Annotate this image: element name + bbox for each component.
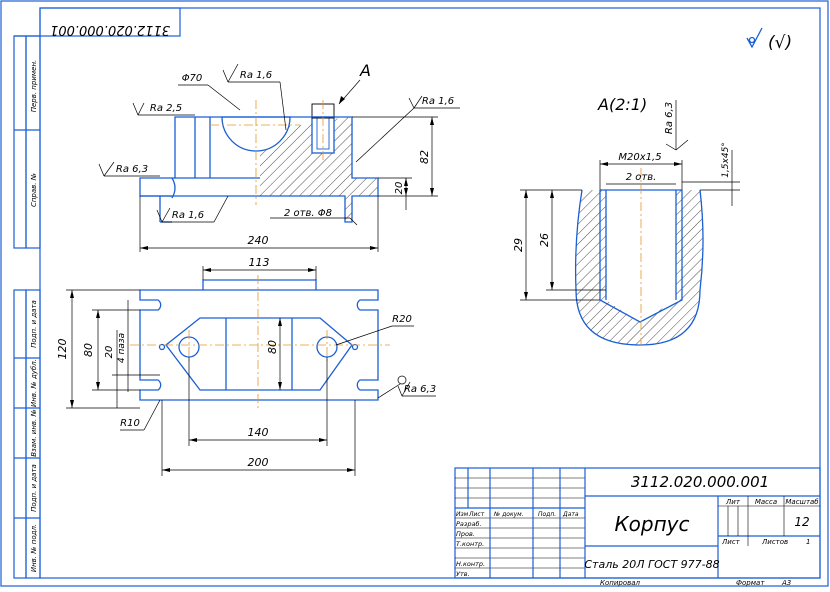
side-label: Справ. №	[30, 173, 38, 207]
hdr-data: Дата	[562, 511, 579, 518]
tb-format-value: A3	[781, 579, 791, 587]
role-row: Н.контр.	[456, 560, 485, 568]
dim-20a: 20	[394, 182, 405, 195]
general-roughness: (√)	[746, 27, 792, 53]
section-marker: A	[359, 61, 371, 80]
tb-masshtab: Масштаб	[785, 498, 819, 506]
dim-r10: R10	[120, 418, 140, 429]
role-row: Разраб.	[456, 520, 482, 528]
ra-25: Ra 2,5	[150, 103, 182, 114]
dim-200: 200	[248, 456, 269, 469]
ra-63-left: Ra 6,3	[116, 164, 148, 175]
tb-copied: Копировал	[600, 579, 641, 587]
top-view	[130, 275, 390, 408]
ra-16-top: Ra 1,6	[240, 70, 272, 81]
side-label: Подп. и дата	[30, 464, 38, 512]
side-label: Взам. инв. №	[30, 409, 38, 457]
tb-sheets-value: 1	[806, 538, 810, 546]
top-stamp-box	[39, 7, 181, 37]
ra-16-right: Ra 1,6	[422, 96, 454, 107]
side-label: Инв. № дубл.	[30, 359, 38, 407]
top-stamp-text: 3112.020.000.001	[50, 22, 170, 37]
title-name: Корпус	[614, 512, 689, 536]
dim-26: 26	[538, 233, 551, 247]
tb-scale-value: 12	[794, 515, 809, 529]
title-block: 3112.020.000.001 Корпус Сталь 20Л ГОСТ 9…	[454, 467, 821, 587]
title-material: Сталь 20Л ГОСТ 977-88	[584, 558, 719, 571]
dim-20b: 20	[104, 346, 115, 359]
dim-holes-phi8: 2 отв. Φ8	[284, 208, 332, 219]
section-title: A(2:1)	[597, 95, 647, 114]
dim-r20: R20	[392, 314, 412, 325]
front-dims: 240 82 20 2 отв. Φ8 Φ70 Ra 1,6 Ra 2,5 Ra…	[98, 61, 460, 252]
dim-4-slots: 4 паза	[117, 333, 127, 363]
role-row: Утв.	[456, 570, 470, 578]
ra-63-detail: Ra 6,3	[664, 102, 675, 134]
dim-140: 140	[248, 426, 269, 439]
hdr-izm: Изм	[456, 511, 469, 518]
dim-80-mid: 80	[266, 340, 279, 354]
ra-16-bottom: Ra 1,6	[172, 210, 204, 221]
ra-63-right: Ra 6,3	[404, 384, 436, 395]
role-row: Пров.	[456, 530, 475, 538]
inner-border	[39, 7, 821, 579]
tb-sheet: Лист	[721, 538, 741, 546]
top-dims: 113 120 80 20 4 паза 80 R20 Ra 6,3	[56, 256, 436, 476]
tb-massa: Масса	[755, 498, 777, 506]
dim-82: 82	[418, 150, 431, 164]
side-label: Инв. № подл.	[30, 524, 38, 572]
general-roughness-text: (√)	[768, 33, 792, 53]
dim-240: 240	[248, 234, 269, 247]
dim-m20: M20x1,5	[618, 152, 661, 163]
dim-113: 113	[249, 256, 270, 269]
role-row: Т.контр.	[456, 540, 484, 548]
hdr-podp: Подп.	[538, 511, 556, 518]
front-view	[139, 100, 379, 223]
left-strips	[13, 35, 41, 579]
dim-phi70: Φ70	[182, 73, 203, 84]
dim-chamfer: 1,5x45°	[721, 142, 731, 178]
detail-section: A(2:1) M20x1,5 2 отв. Ra 6,3 1,5x45° 29	[512, 95, 740, 346]
dim-2-holes: 2 отв.	[626, 172, 657, 183]
side-labels: Перв. примен. Справ. № Подп. и дата Инв.…	[30, 60, 38, 572]
dim-80-left: 80	[82, 343, 95, 357]
tb-lit: Лит	[725, 498, 741, 506]
hdr-list: Лист	[468, 511, 485, 518]
hdr-ndoc: № докум.	[493, 511, 524, 518]
side-label: Подп. и дата	[30, 300, 38, 348]
dim-29: 29	[512, 238, 525, 252]
tb-format: Формат	[736, 579, 765, 587]
title-designation: 3112.020.000.001	[631, 473, 769, 491]
tb-sheets: Листов	[761, 538, 788, 546]
dim-120: 120	[56, 339, 69, 360]
side-label: Перв. примен.	[30, 60, 38, 113]
